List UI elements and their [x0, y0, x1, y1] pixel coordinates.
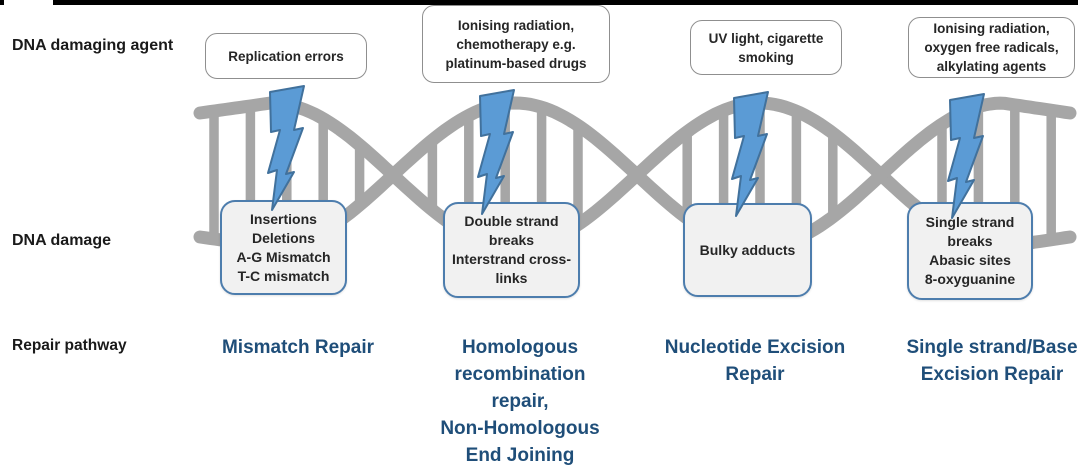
repair-pathway-ner: Nucleotide Excision Repair	[664, 337, 846, 385]
top-rule	[53, 0, 1078, 5]
row-label-repair-pathway: Repair pathway	[12, 337, 127, 354]
row-label-dna-damaging-agent: DNA damaging agent	[12, 37, 174, 54]
damage-box-single-strand-breaks: Single strand breaks Abasic sites 8-oxyg…	[907, 202, 1033, 300]
damage-box-bulky-adducts: Bulky adducts	[683, 203, 812, 297]
repair-pathway-mismatch: Mismatch Repair	[221, 337, 375, 358]
repair-pathway-hr-nhej: Homologous recombination repair, Non-Hom…	[440, 337, 600, 466]
top-rule-fragment	[0, 0, 4, 5]
lightning-bolt-icon	[477, 89, 515, 215]
agent-box-uv-smoking: UV light, cigarette smoking	[690, 20, 842, 75]
lightning-bolt-icon	[267, 85, 305, 211]
agent-box-replication-errors: Replication errors	[205, 33, 367, 79]
row-label-dna-damage: DNA damage	[12, 232, 111, 249]
agent-box-ionising-chemotherapy: Ionising radiation, chemotherapy e.g. pl…	[422, 5, 610, 83]
repair-pathway-ber: Single strand/Base Excision Repair	[906, 337, 1078, 385]
damage-box-double-strand-breaks: Double strand breaks Interstrand cross- …	[443, 202, 580, 298]
damage-box-mismatch: Insertions Deletions A-G Mismatch T-C mi…	[220, 200, 347, 295]
agent-box-radicals-alkylating: Ionising radiation, oxygen free radicals…	[908, 17, 1075, 78]
